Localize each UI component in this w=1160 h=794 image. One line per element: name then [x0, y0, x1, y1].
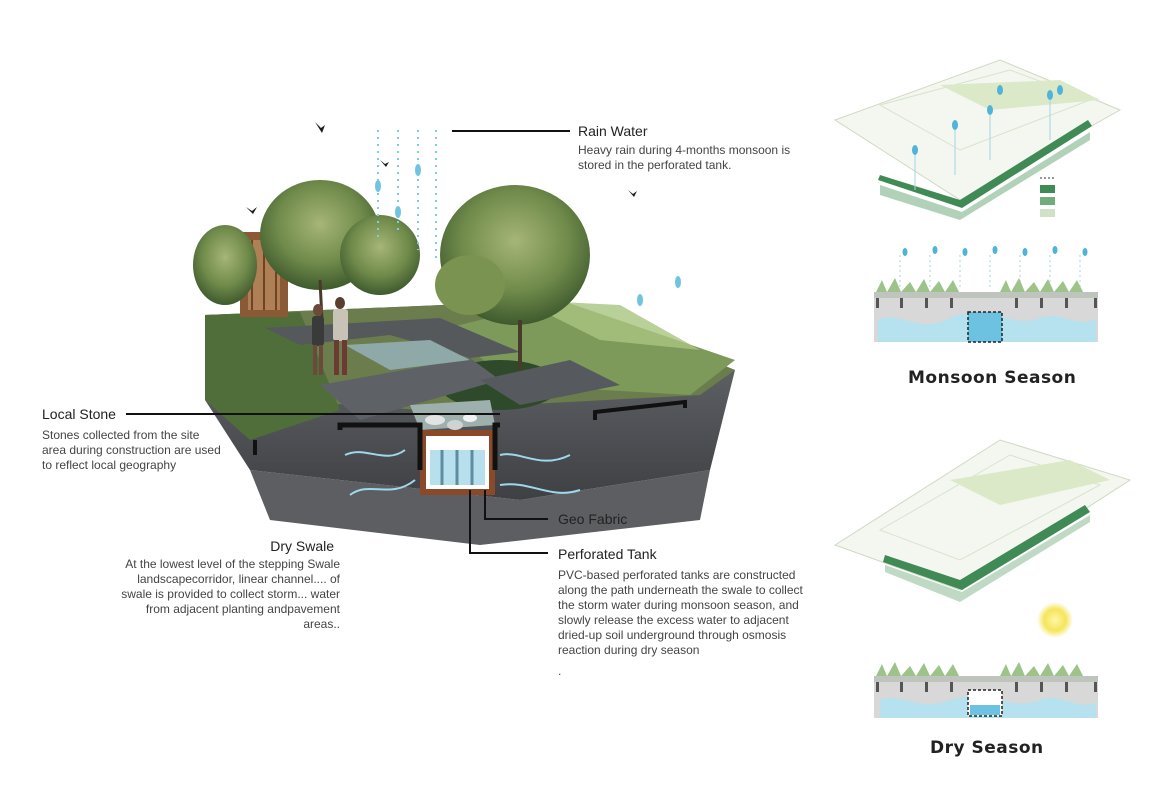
rain-water-title: Rain Water — [578, 123, 648, 139]
rain-water-text: Heavy rain during 4-months monsoon is st… — [578, 143, 791, 172]
monsoon-axonometric — [833, 59, 1122, 220]
dry-swale-text: At the lowest level of the stepping Swal… — [121, 557, 340, 631]
local-stones — [425, 414, 477, 430]
dry-section — [874, 662, 1098, 718]
rain-drops — [375, 164, 681, 306]
local-stone-text: Stones collected from the site area duri… — [42, 428, 221, 472]
rain-streaks — [377, 130, 437, 260]
monsoon-section — [874, 246, 1098, 343]
local-stone-title: Local Stone — [42, 406, 116, 422]
leader-lines — [126, 130, 570, 554]
perforated-tank — [420, 430, 495, 495]
trees — [193, 180, 590, 370]
dry-season-title: Dry Season — [930, 738, 1044, 758]
edge-walls — [253, 399, 687, 470]
perforated-tank-trail: . — [558, 664, 562, 678]
people — [312, 297, 348, 375]
bird-icons — [246, 122, 637, 214]
walkway — [265, 318, 620, 420]
underground-water-flow — [344, 449, 581, 496]
geo-fabric-title: Geo Fabric — [558, 511, 628, 527]
monsoon-season-title: Monsoon Season — [908, 368, 1077, 388]
perforated-tank-title: Perforated Tank — [558, 546, 657, 562]
dry-swale-title: Dry Swale — [270, 538, 334, 554]
perforated-tank-text: PVC-based perforated tanks are construct… — [558, 568, 803, 657]
sun-icon — [1037, 602, 1073, 638]
dry-axonometric — [833, 439, 1132, 638]
